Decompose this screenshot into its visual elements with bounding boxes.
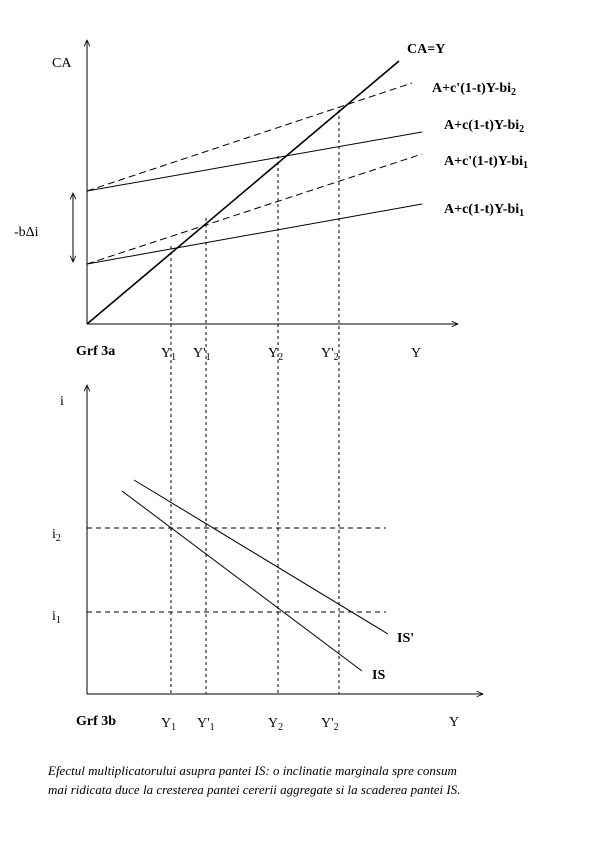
tick-i2: i2 (52, 527, 61, 544)
line-label-ca-y: CA=Y (407, 42, 445, 57)
tick-i1: i1 (52, 609, 61, 626)
graph-b-name: Grf 3b (76, 714, 116, 729)
graph-b-tick-y1-prime: Y'1 (197, 716, 215, 733)
graph-b-x-label: Y (449, 715, 459, 730)
ad-line-c-i1 (86, 203, 423, 265)
ad-line-c-i2 (86, 131, 423, 192)
line-label-c-i1: A+c(1-t)Y-bi1 (444, 202, 524, 219)
graph-a-x-label: Y (411, 346, 421, 361)
is-label: IS (372, 668, 385, 683)
line-label-cprime-i2: A+c'(1-t)Y-bi2 (432, 81, 516, 98)
is-prime-curve (133, 479, 389, 635)
graph-a-tick-y1: Y1 (161, 346, 176, 363)
caption-line-1: Efectul multiplicatorului asupra pantei … (48, 763, 457, 778)
graph-b-tick-y1: Y1 (161, 716, 176, 733)
is-prime-label: IS' (397, 631, 414, 646)
ad-line-cprime-i1 (86, 153, 423, 265)
graph-b-tick-y2: Y2 (268, 716, 283, 733)
ad-line-cprime-i2 (86, 82, 413, 192)
graph-a-tick-y2-prime: Y'2 (321, 346, 339, 363)
graph-b-tick-y2-prime: Y'2 (321, 716, 339, 733)
line-label-c-i2: A+c(1-t)Y-bi2 (444, 118, 524, 135)
graph-a-y-label: CA (52, 56, 72, 71)
shift-label: -bΔi (14, 225, 39, 240)
graph-3a: CA CA=Y A+c'(1-t)Y-bi2 A+c(1-t)Y-bi2 A+c… (14, 40, 528, 694)
graph-a-name: Grf 3a (76, 344, 115, 359)
graph-a-tick-y1-prime: Y'1 (193, 346, 211, 363)
graph-a-tick-y2: Y2 (268, 346, 283, 363)
caption-line-2: mai ridicata duce la cresterea pantei ce… (48, 782, 461, 797)
ca-equals-y-line (86, 60, 400, 325)
is-curve (121, 490, 363, 672)
graph-3b: i i2 i1 IS' IS Grf 3b Y1 Y'1 Y2 Y'2 Y (52, 385, 483, 733)
line-label-cprime-i1: A+c'(1-t)Y-bi1 (444, 154, 528, 171)
figure-caption: Efectul multiplicatorului asupra pantei … (48, 761, 588, 799)
graph-b-y-label: i (60, 394, 64, 409)
